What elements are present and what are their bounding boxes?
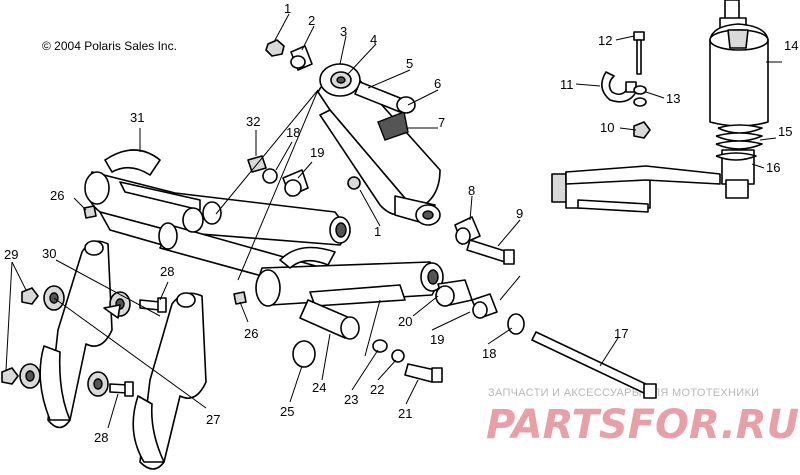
callout-26-left: 26 — [50, 188, 64, 203]
shock-reservoir — [551, 165, 721, 213]
callout-24: 24 — [312, 380, 326, 395]
callout-labels: 1 2 3 4 5 6 7 8 9 10 11 12 13 14 15 16 1… — [4, 1, 798, 445]
callout-16: 16 — [766, 160, 780, 175]
nut-1-top — [265, 39, 285, 57]
washer-23 — [372, 339, 388, 353]
nut-1-lower — [347, 176, 361, 190]
clamp-11 — [601, 71, 637, 103]
callout-2: 2 — [308, 13, 315, 28]
callout-31: 31 — [130, 110, 144, 125]
watermark: ЗАПЧАСТИ И АКСЕССУАРЫ ДЛЯ МОТОТЕХНИКИ PA… — [486, 387, 799, 448]
nut-10 — [633, 121, 651, 139]
callout-6: 6 — [434, 76, 441, 91]
callout-9: 9 — [516, 206, 523, 221]
callout-19-lower: 19 — [430, 332, 444, 347]
callout-20: 20 — [398, 314, 412, 329]
callout-15: 15 — [778, 124, 792, 139]
bushing-24 — [299, 299, 360, 340]
bushing-2 — [290, 45, 313, 71]
bolt-21 — [404, 363, 443, 383]
rear-shock-assembly — [709, 0, 769, 199]
callout-29: 29 — [4, 247, 18, 262]
link-plate-30 — [19, 240, 113, 429]
shaft-17 — [531, 331, 657, 399]
watermark-brand: PARTSFOR.RU — [486, 402, 799, 448]
callout-10: 10 — [600, 120, 614, 135]
nut-29-upper — [21, 287, 39, 305]
callout-18-upper: 18 — [286, 125, 300, 140]
callout-11: 11 — [560, 77, 574, 92]
washer-18-lower — [507, 313, 525, 335]
nut-29-lower — [1, 367, 19, 385]
bushing-19-upper — [282, 169, 309, 197]
bushing-20 — [435, 279, 473, 307]
callout-14: 14 — [784, 38, 798, 53]
seal-ring-25 — [292, 340, 316, 368]
bushing-19-lower — [471, 293, 498, 319]
upper-torque-arm — [84, 149, 351, 251]
callout-4: 4 — [370, 32, 377, 47]
callout-21: 21 — [398, 406, 412, 421]
callout-22: 22 — [370, 382, 384, 397]
callout-28-lower: 28 — [94, 430, 108, 445]
callout-23: 23 — [344, 392, 358, 407]
callout-19-upper: 19 — [310, 145, 324, 160]
washer-18-upper — [262, 168, 278, 184]
washer-13-a — [633, 85, 647, 95]
bolt-28-upper — [139, 297, 167, 313]
washer-13-b — [633, 97, 647, 107]
bolt-12 — [633, 31, 645, 75]
washer-22 — [391, 349, 405, 363]
callout-5: 5 — [406, 56, 413, 71]
watermark-tagline: ЗАПЧАСТИ И АКСЕССУАРЫ ДЛЯ МОТОТЕХНИКИ — [488, 387, 759, 399]
callout-30: 30 — [42, 246, 56, 261]
callout-7: 7 — [438, 115, 445, 130]
copyright-text: © 2004 Polaris Sales Inc. — [42, 39, 177, 53]
bolt-28-lower — [109, 381, 134, 397]
callout-25: 25 — [280, 404, 294, 419]
callout-1-top: 1 — [284, 1, 291, 16]
callout-8: 8 — [468, 183, 475, 198]
bushing-8 — [454, 216, 481, 245]
bolt-9 — [466, 239, 515, 265]
callout-32: 32 — [246, 114, 260, 129]
callout-1-lower: 1 — [374, 224, 381, 239]
callout-18-lower: 18 — [482, 346, 496, 361]
lower-control-arm — [255, 246, 444, 307]
callout-28-upper: 28 — [160, 264, 174, 279]
leader-lines — [5, 13, 782, 429]
grease-fitting-26-left — [83, 205, 97, 219]
shock-absorber — [317, 63, 441, 226]
callout-13: 13 — [666, 91, 680, 106]
callout-17: 17 — [614, 326, 628, 341]
callout-12: 12 — [598, 33, 612, 48]
callout-3: 3 — [340, 24, 347, 39]
grease-fitting-26-center — [233, 291, 247, 305]
callout-27: 27 — [206, 412, 220, 427]
callout-26-center: 26 — [244, 326, 258, 341]
